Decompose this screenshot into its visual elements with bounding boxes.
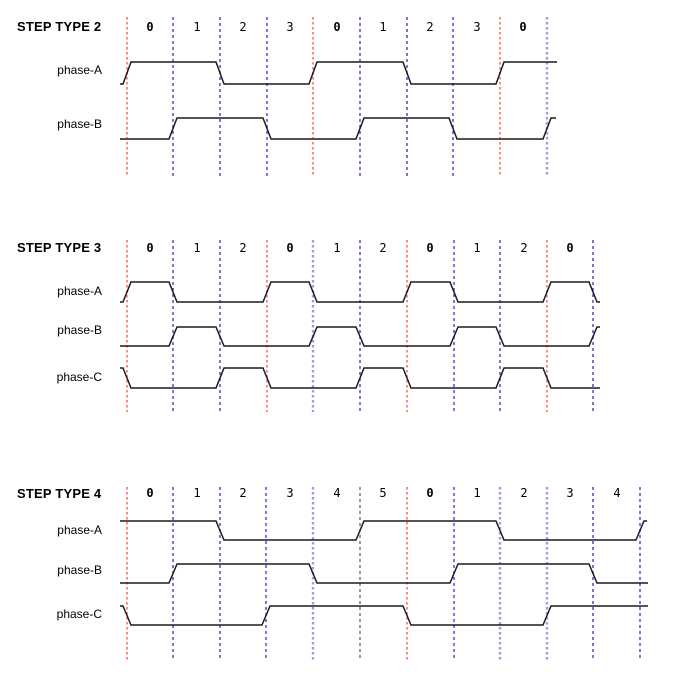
step-number: 3 [473,20,481,34]
step-number: 0 [426,486,434,500]
phase-label: phase-B [57,117,102,131]
waveform-phase-A [120,61,557,85]
step-number: 3 [286,20,294,34]
step-number: 2 [520,241,528,255]
phase-label: phase-A [57,284,102,298]
step-number: 2 [426,20,434,34]
step-number: 0 [519,20,527,34]
step-number: 1 [193,486,201,500]
phase-label: phase-A [57,523,102,537]
waveform-phase-C [120,605,648,626]
phase-label: phase-A [57,63,102,77]
step-number: 4 [333,486,341,500]
waveform-phase-C [120,367,600,389]
step-number: 3 [286,486,294,500]
step-number: 1 [193,241,201,255]
step-number: 1 [473,486,481,500]
waveform-phase-B [120,326,600,347]
section-title: STEP TYPE 4 [17,486,102,501]
step-number: 3 [566,486,574,500]
step-number: 0 [333,20,341,34]
section-title: STEP TYPE 3 [17,240,102,255]
step-number: 1 [473,241,481,255]
step-number: 2 [239,486,247,500]
waveform-phase-B [120,563,648,584]
step-number: 0 [146,486,154,500]
step-number: 2 [379,241,387,255]
waveform-phase-B [120,117,556,140]
step-number: 2 [239,20,247,34]
step-number: 0 [146,20,154,34]
step-number: 4 [613,486,621,500]
section-title: STEP TYPE 2 [17,19,102,34]
phase-label: phase-B [57,323,102,337]
step-number: 0 [566,241,574,255]
waveform-phase-A [120,281,600,303]
step-number: 1 [379,20,387,34]
step-number: 5 [379,486,387,500]
phase-label: phase-B [57,563,102,577]
step-number: 0 [286,241,294,255]
step-number: 0 [426,241,434,255]
waveform-phase-A [120,520,647,541]
step-number: 0 [146,241,154,255]
step-number: 2 [520,486,528,500]
step-number: 2 [239,241,247,255]
phase-label: phase-C [56,607,102,621]
step-number: 1 [193,20,201,34]
step-number: 1 [333,241,341,255]
phase-label: phase-C [56,370,102,384]
